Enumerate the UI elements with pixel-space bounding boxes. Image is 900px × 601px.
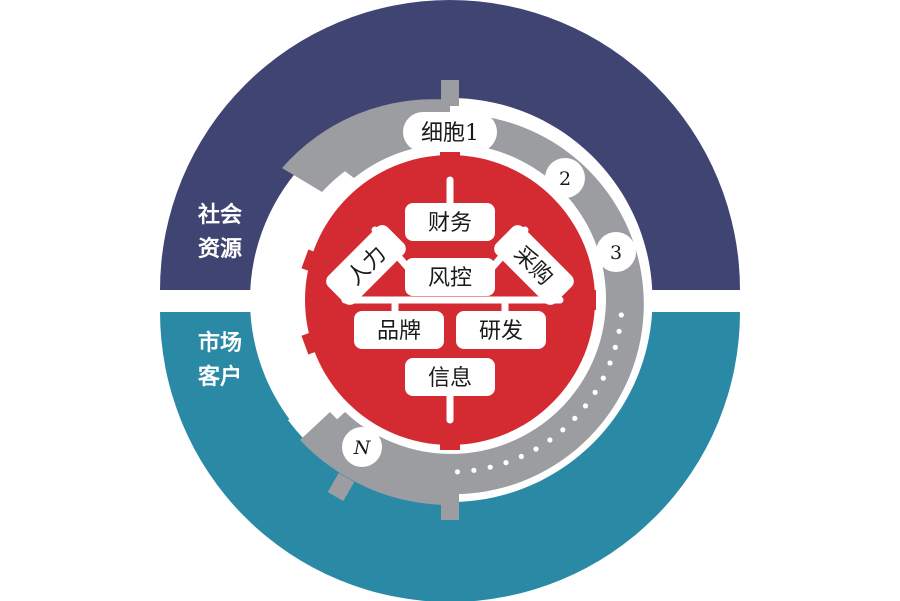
ring-dot — [560, 427, 566, 433]
ring-connector-top — [441, 80, 459, 106]
module-risk-control-label: 风控 — [428, 266, 472, 291]
ring-connector-left-bottom — [327, 472, 355, 502]
module-information-pill — [405, 358, 495, 396]
outer-bottom-label-line2: 客户 — [198, 364, 242, 390]
core-spoke-right — [566, 290, 596, 310]
cell-n-label: N — [353, 437, 372, 459]
outer-bottom-label-line1: 市场 — [198, 330, 242, 356]
outer-top-label-line2: 资源 — [198, 237, 242, 262]
core-spoke-left-lower — [301, 325, 337, 355]
core-spoke-top — [440, 150, 460, 180]
cell-1-pill — [403, 112, 497, 152]
ring-dot — [616, 328, 622, 334]
module-brand-label: 品牌 — [377, 319, 421, 344]
ring-dot — [612, 344, 618, 350]
cell-3-badge — [596, 232, 636, 272]
ring-dot — [503, 460, 509, 466]
ring-dot — [471, 467, 477, 473]
ring-dot — [533, 446, 539, 452]
ring-connector-bottom — [441, 494, 459, 520]
module-hr-pill — [326, 225, 406, 305]
module-information-label: 信息 — [428, 366, 472, 391]
ring-dot — [518, 453, 524, 460]
ring-dot — [572, 415, 578, 421]
cell-2-badge — [545, 158, 585, 198]
module-rnd-pill — [456, 311, 546, 349]
module-finance-pill — [405, 203, 495, 241]
ring-dot — [607, 360, 613, 366]
module-risk-control-pill — [405, 258, 495, 296]
module-finance-label: 财务 — [428, 211, 472, 236]
dotted-continuation — [454, 312, 624, 475]
ring-dot — [582, 403, 589, 409]
ring-dot — [592, 389, 598, 395]
cell-3-label: 3 — [610, 242, 622, 264]
cell-2-label: 2 — [559, 168, 571, 190]
outer-top-label-line1: 社会 — [198, 202, 242, 228]
ring-dot — [600, 375, 606, 381]
cell-n-badge — [342, 427, 382, 467]
ring-dot — [487, 464, 493, 470]
ring-dot — [454, 469, 461, 475]
ring-dot — [618, 312, 624, 318]
module-rnd-label: 研发 — [479, 319, 523, 344]
cell-1-label: 细胞1 — [421, 121, 479, 146]
ring-dot — [547, 437, 553, 443]
module-procurement-pill — [494, 225, 574, 305]
core-spoke-left-upper — [301, 249, 337, 279]
core-spoke-bottom — [440, 420, 460, 450]
module-brand-pill — [354, 311, 444, 349]
